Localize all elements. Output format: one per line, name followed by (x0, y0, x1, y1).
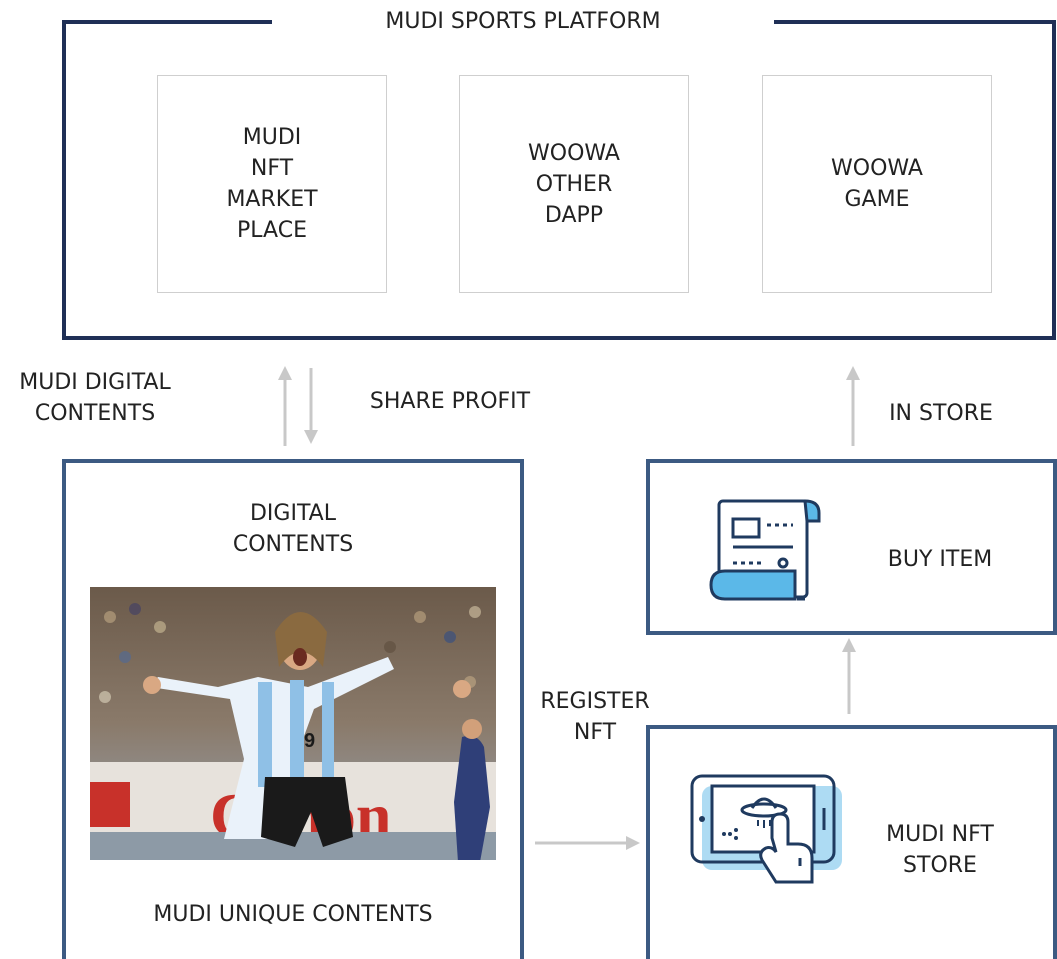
receipt-scroll-icon (705, 497, 825, 607)
platform-frame-top-right (774, 20, 1056, 24)
arrow-up-head (278, 366, 292, 380)
box-line: GAME (844, 187, 910, 212)
box-line: WOOWA (831, 156, 923, 181)
share-profit-label: SHARE PROFIT (369, 389, 531, 414)
nft-marketplace-box: MUDI NFT MARKET PLACE (157, 75, 387, 293)
nft-store-label: MUDI NFT STORE (840, 819, 1040, 881)
svg-text:9: 9 (304, 730, 315, 752)
box-line: PLACE (237, 218, 307, 243)
woowa-game-box: WOOWA GAME (762, 75, 992, 293)
label-line: NFT (573, 720, 617, 745)
label-line: MUDI NFT (886, 822, 994, 847)
arrow-right-head (626, 836, 640, 850)
arrow-down-head (304, 430, 318, 444)
player-celebration-photo: Canon 9 (90, 587, 496, 860)
label-line: STORE (903, 853, 977, 878)
arrow-up-head (842, 638, 856, 652)
title-line: DIGITAL (249, 501, 336, 526)
tablet-touch-icon (688, 772, 848, 920)
label-line: REGISTER (540, 689, 650, 714)
box-line: MARKET (226, 187, 318, 212)
sports-platform-frame (62, 20, 1056, 340)
in-store-label: IN STORE (889, 401, 993, 426)
register-nft-label: REGISTER NFT (520, 686, 670, 748)
platform-frame-top-left (62, 20, 272, 24)
label-line: MUDI DIGITAL (19, 370, 171, 395)
platform-title: MUDI SPORTS PLATFORM (385, 9, 661, 34)
other-dapp-box: WOOWA OTHER DAPP (459, 75, 689, 293)
digital-contents-caption: MUDI UNIQUE CONTENTS (153, 902, 433, 927)
buy-item-label: BUY ITEM (887, 547, 993, 572)
box-line: DAPP (544, 202, 604, 228)
title-line: CONTENTS (232, 532, 354, 557)
box-line: OTHER (535, 171, 613, 197)
label-line: CONTENTS (34, 401, 156, 426)
box-line: WOOWA (528, 140, 620, 166)
box-line: MUDI (242, 125, 302, 150)
mudi-digital-contents-label: MUDI DIGITAL CONTENTS (0, 367, 190, 429)
box-line: NFT (250, 156, 294, 181)
buy-item-box (646, 459, 1057, 635)
digital-contents-title: DIGITAL CONTENTS (62, 498, 524, 560)
arrow-up-head (846, 366, 860, 380)
